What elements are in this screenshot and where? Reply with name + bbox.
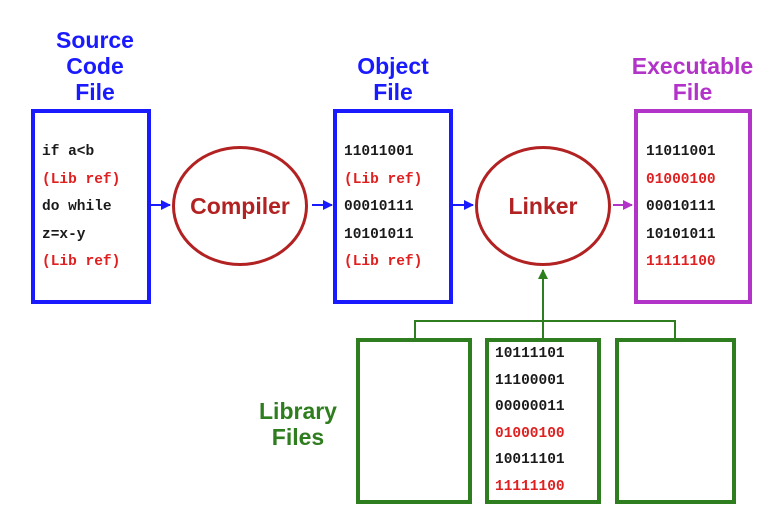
executable-line: 01000100 [646,171,716,188]
library-line: 10011101 [495,452,565,468]
source-line: if a<b [42,144,95,160]
executable-title-line-2: File [672,79,713,105]
library-code-lines: 10111101 11100001 00000011 01000100 1001… [495,341,565,500]
executable-line: 10101011 [646,226,716,243]
library-files-title: Library Files [238,398,358,450]
source-line: do while [42,199,112,215]
source-code-file-box [31,109,151,304]
linker-label: Linker [508,192,578,219]
object-code-lines: 11011001 (Lib ref) 00010111 10101011 (Li… [344,139,422,277]
library-file-box-right [615,338,736,504]
linker-circle: Linker [475,146,611,266]
executable-title-line-1: Executable [631,53,754,79]
library-file-box-middle [485,338,601,504]
object-title-line-2: File [373,79,413,105]
executable-file-title: Executable File [610,53,775,105]
compiler-label: Compiler [190,192,290,219]
library-title-line-1: Library [259,398,337,424]
source-file-title: Source Code File [20,27,170,105]
object-line: (Lib ref) [344,171,423,188]
object-file-title: Object File [318,53,468,105]
library-title-line-2: Files [271,424,325,450]
source-line: (Lib ref) [42,171,121,188]
library-line: 11111100 [495,478,565,495]
executable-line: 11111100 [646,254,716,270]
source-title-line-3: File [75,79,115,105]
object-line: 00010111 [344,199,414,215]
object-line: (Lib ref) [344,254,423,270]
library-line: 01000100 [495,425,565,442]
object-line: 10101011 [344,226,414,243]
source-title-line-1: Source [56,27,134,53]
compiler-circle: Compiler [172,146,308,266]
executable-code-lines: 11011001 01000100 00010111 10101011 1111… [646,139,716,277]
library-connector-line [414,320,676,340]
library-file-box-left [356,338,472,504]
library-line: 00000011 [495,399,565,415]
object-title-line-1: Object [357,53,429,79]
source-code-lines: if a<b (Lib ref) do while z=x-y (Lib ref… [42,139,120,277]
executable-line: 00010111 [646,199,716,215]
source-title-line-2: Code [66,53,124,79]
source-line: (Lib ref) [42,254,121,270]
object-file-box [333,109,453,304]
source-line: z=x-y [42,226,86,243]
executable-file-box [634,109,752,304]
library-line: 10111101 [495,346,565,362]
library-line: 11100001 [495,372,565,389]
object-line: 11011001 [344,144,414,160]
executable-line: 11011001 [646,144,716,160]
